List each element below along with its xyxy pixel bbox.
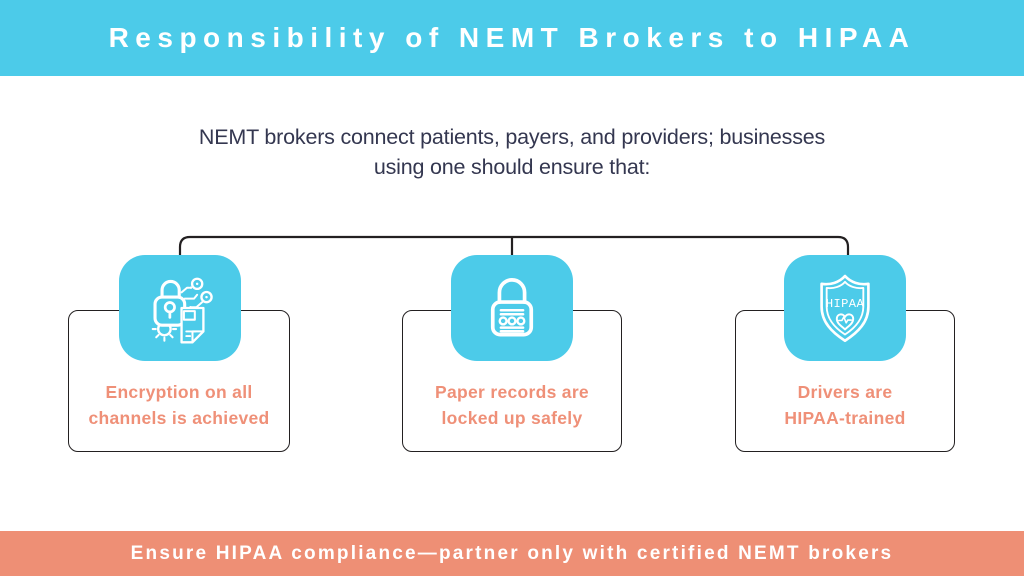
encryption-icon-box: [119, 255, 241, 361]
card-drivers: Drivers are HIPAA-trained: [735, 310, 955, 452]
card-drivers-label: Drivers are HIPAA-trained: [784, 381, 906, 428]
card-paper-records-label: Paper records are locked up safely: [435, 381, 589, 428]
padlock-icon: [490, 278, 534, 337]
page-title: Responsibility of NEMT Brokers to HIPAA: [108, 22, 916, 53]
hipaa-shield-icon-box: HIPAA: [784, 255, 906, 361]
padlock-icon-box: [451, 255, 573, 361]
encryption-document-lock-icon: [151, 277, 213, 344]
card-encryption-label: Encryption on all channels is achieved: [88, 381, 270, 428]
footer-text: Ensure HIPAA compliance—partner only wit…: [130, 542, 894, 564]
intro-text: NEMT brokers connect patients, payers, a…: [198, 125, 826, 180]
intro-section: NEMT brokers connect patients, payers, a…: [0, 122, 1024, 182]
title-banner: Responsibility of NEMT Brokers to HIPAA: [0, 0, 1024, 76]
shield-hipaa-text: HIPAA: [826, 297, 865, 311]
footer-banner: Ensure HIPAA compliance—partner only wit…: [0, 531, 1024, 576]
hipaa-shield-heart-icon: HIPAA: [820, 274, 870, 343]
